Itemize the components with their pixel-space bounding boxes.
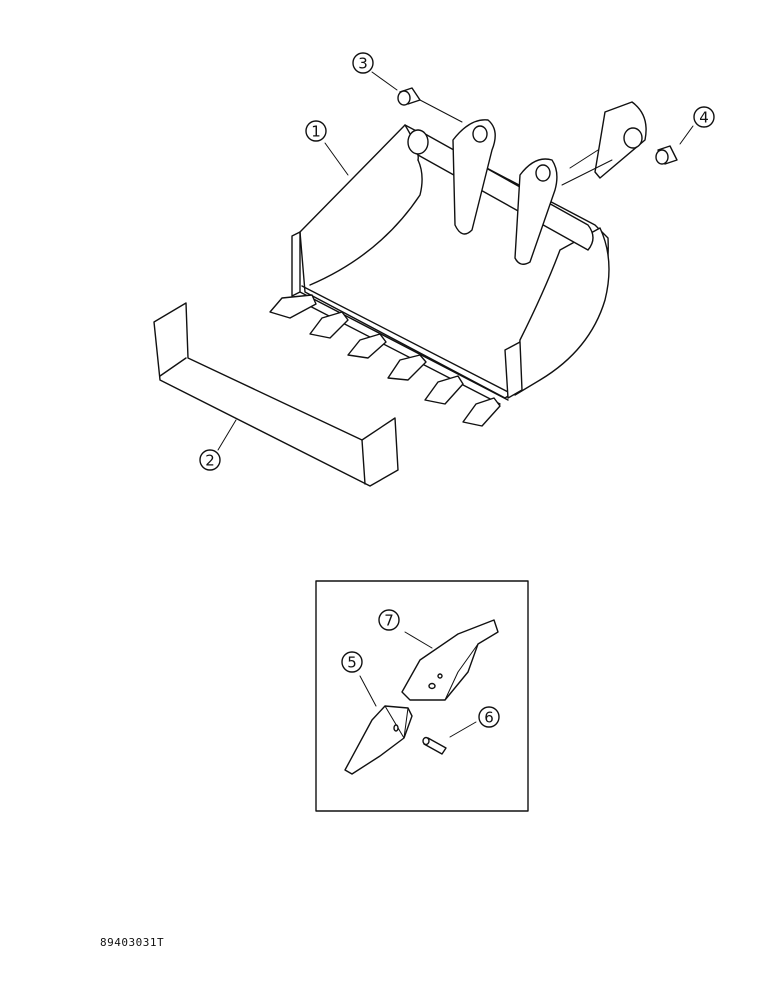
mounting-ear-right — [514, 158, 558, 265]
bushing-left — [397, 87, 463, 123]
svg-text:6: 6 — [484, 709, 494, 727]
tooth-adapter — [401, 619, 499, 701]
svg-text:5: 5 — [347, 654, 357, 672]
tooth — [344, 705, 413, 775]
figure-reference: 89403031T — [100, 936, 164, 949]
side-bracket — [561, 101, 647, 186]
callout-3: 3 — [352, 52, 374, 74]
svg-text:3: 3 — [358, 55, 368, 73]
retaining-pin — [422, 736, 447, 755]
callout-6: 6 — [478, 706, 500, 728]
mounting-ear-left — [452, 119, 496, 235]
callout-4: 4 — [693, 106, 715, 128]
svg-text:1: 1 — [311, 123, 321, 141]
svg-text:7: 7 — [384, 612, 394, 630]
callout-7: 7 — [378, 609, 400, 631]
leader-lines — [217, 71, 694, 738]
detail-box — [315, 580, 529, 812]
bucket-teeth — [269, 294, 501, 427]
bushing-right — [655, 145, 678, 165]
callout-5: 5 — [341, 651, 363, 673]
callout-1: 1 — [305, 120, 327, 142]
callout-2: 2 — [199, 449, 221, 471]
svg-text:4: 4 — [699, 109, 709, 127]
wear-strip — [153, 302, 399, 487]
svg-text:2: 2 — [205, 452, 215, 470]
